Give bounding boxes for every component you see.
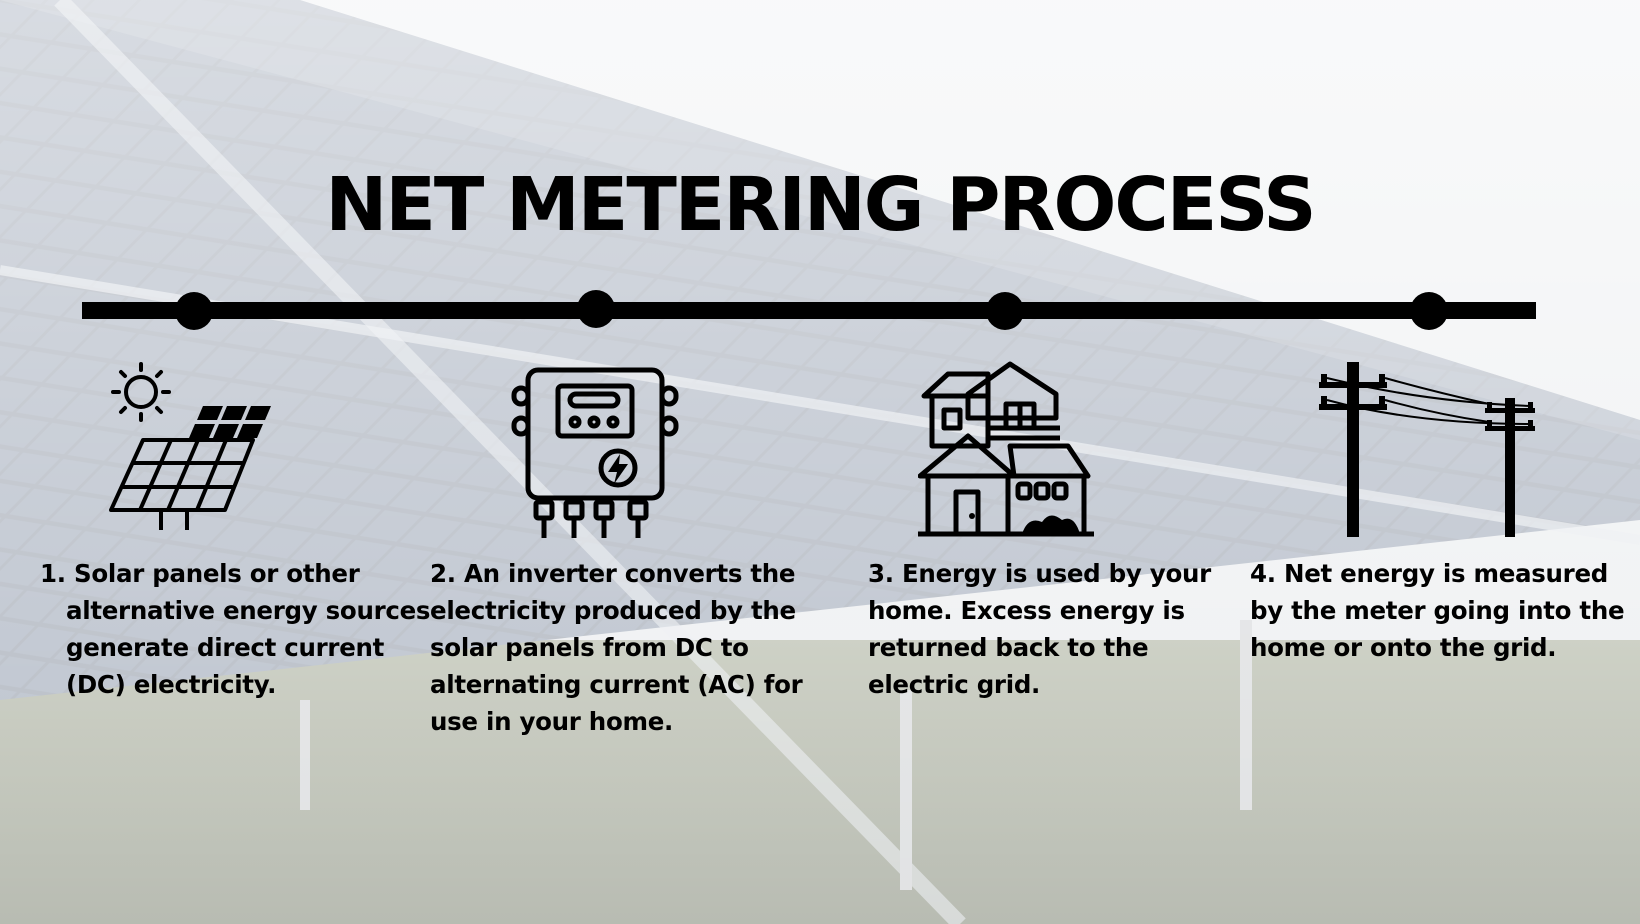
step-2-description: An inverter converts the electricity pro…	[430, 559, 803, 736]
step-2-number: 2.	[430, 559, 456, 588]
timeline	[82, 290, 1536, 330]
step-1-number: 1.	[40, 559, 66, 588]
step-3-number: 3.	[868, 559, 894, 588]
page-title: NET METERING PROCESS	[325, 162, 1316, 248]
step-1-description: Solar panels or other alternative energy…	[66, 559, 431, 699]
timeline-dot-2	[577, 290, 615, 328]
step-1-text: 1. Solar panels or other alternative ene…	[40, 555, 436, 703]
solar-panel-sun-icon	[109, 362, 271, 530]
step-4-description: Net energy is measured by the meter goin…	[1250, 559, 1625, 662]
timeline-dot-1	[175, 292, 213, 330]
step-3-text: 3. Energy is used by your home. Excess e…	[868, 555, 1228, 703]
step-2-text: 2. An inverter converts the electricity …	[430, 555, 840, 740]
step-4-text: 4. Net energy is measured by the meter g…	[1250, 555, 1635, 666]
timeline-bar	[82, 302, 1536, 319]
timeline-dot-4	[1410, 292, 1448, 330]
house-icon	[918, 361, 1094, 537]
step-4-number: 4.	[1250, 559, 1276, 588]
inverter-icon	[511, 367, 679, 538]
power-lines-icon	[1319, 362, 1535, 537]
timeline-dot-3	[986, 292, 1024, 330]
step-3-description: Energy is used by your home. Excess ener…	[868, 559, 1211, 699]
